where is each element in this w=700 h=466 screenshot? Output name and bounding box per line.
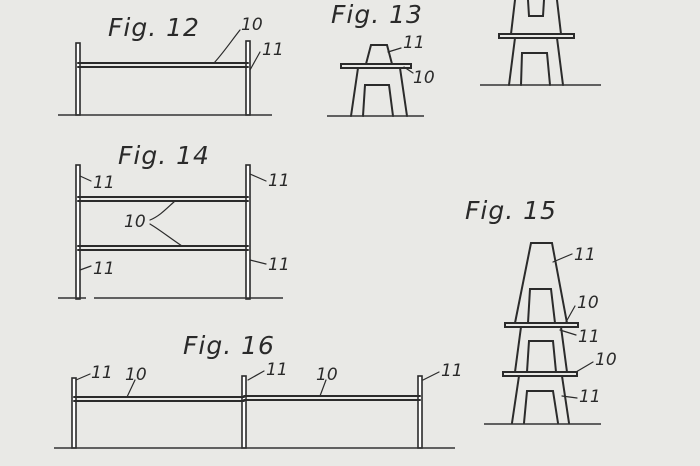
- fig13-crossbar: [340, 63, 412, 69]
- fig14-rail-upper: [77, 196, 249, 202]
- figure-16: Fig. 16 11 10 11 10 11: [54, 331, 463, 449]
- fig15-ref-11-bottom: 11: [579, 387, 601, 407]
- fig12-rail: [77, 62, 249, 68]
- fig16-ref-11-right: 11: [441, 361, 463, 381]
- fig12-post-left: [75, 42, 81, 116]
- fig15-crossbar-lower: [502, 371, 578, 377]
- fig13-upper-block: [365, 44, 393, 65]
- fig14-title: Fig. 14: [118, 141, 210, 170]
- fig16-rail-left: [73, 396, 245, 402]
- fig14-ref-11-bottom-right: 11: [268, 255, 290, 275]
- fig14-post-left: [75, 164, 81, 300]
- fig14-ref-11-top-left: 11: [93, 173, 115, 193]
- fig15-ref-11-top: 11: [574, 245, 596, 265]
- fig14-ref-11-bottom-left: 11: [93, 259, 115, 279]
- figure-12: Fig. 12 10 11: [58, 13, 284, 116]
- fig15-top-cone: [514, 242, 568, 324]
- fig16-ref-11-left: 11: [91, 363, 113, 383]
- fig15-title: Fig. 15: [465, 196, 557, 225]
- fig15-middle-block: [514, 326, 568, 373]
- fig16-post-left: [71, 377, 77, 449]
- fig15-base-block: [511, 375, 570, 424]
- fig14-ref-10: 10: [124, 212, 146, 232]
- figure-13: Fig. 13 11 10: [327, 0, 435, 117]
- fig16-ref-10-left: 10: [125, 365, 147, 385]
- fig13-base-inner: [362, 84, 394, 117]
- figure-15: Fig. 15 11 10 11 10 11: [465, 196, 617, 425]
- fig13-leader-10: [403, 66, 414, 74]
- partial-stacked-figure: [480, 0, 601, 86]
- fig16-rail-right: [243, 395, 421, 401]
- fig12-leader-11: [249, 51, 261, 71]
- fig14-ref-11-top-right: 11: [268, 171, 290, 191]
- fig15-ref-11-middle: 11: [578, 327, 600, 347]
- fig12-post-right: [245, 40, 251, 116]
- fig16-post-right: [417, 375, 423, 449]
- fig13-ref-11: 11: [403, 33, 425, 53]
- fig13-leader-11: [387, 47, 402, 53]
- fig12-ref-10: 10: [241, 15, 263, 35]
- fig16-ref-10-right: 10: [316, 365, 338, 385]
- fig13-base: [350, 67, 408, 117]
- fig13-ref-10: 10: [413, 68, 435, 88]
- fig15-crossbar-upper: [504, 322, 579, 328]
- fig13-title: Fig. 13: [331, 0, 423, 29]
- fig16-post-middle: [241, 375, 247, 449]
- fig16-ref-11-middle: 11: [266, 360, 288, 380]
- fig15-ref-10-lower: 10: [595, 350, 617, 370]
- fig12-ref-11: 11: [262, 40, 284, 60]
- figure-14: Fig. 14 11 11 10 11 11: [58, 141, 290, 300]
- fig14-rail-lower: [77, 245, 249, 251]
- fig12-leader-10: [213, 29, 241, 64]
- fig12-title: Fig. 12: [108, 13, 200, 42]
- fig16-title: Fig. 16: [183, 331, 275, 360]
- fig14-post-right: [245, 164, 251, 300]
- fig15-ref-10-upper: 10: [577, 293, 599, 313]
